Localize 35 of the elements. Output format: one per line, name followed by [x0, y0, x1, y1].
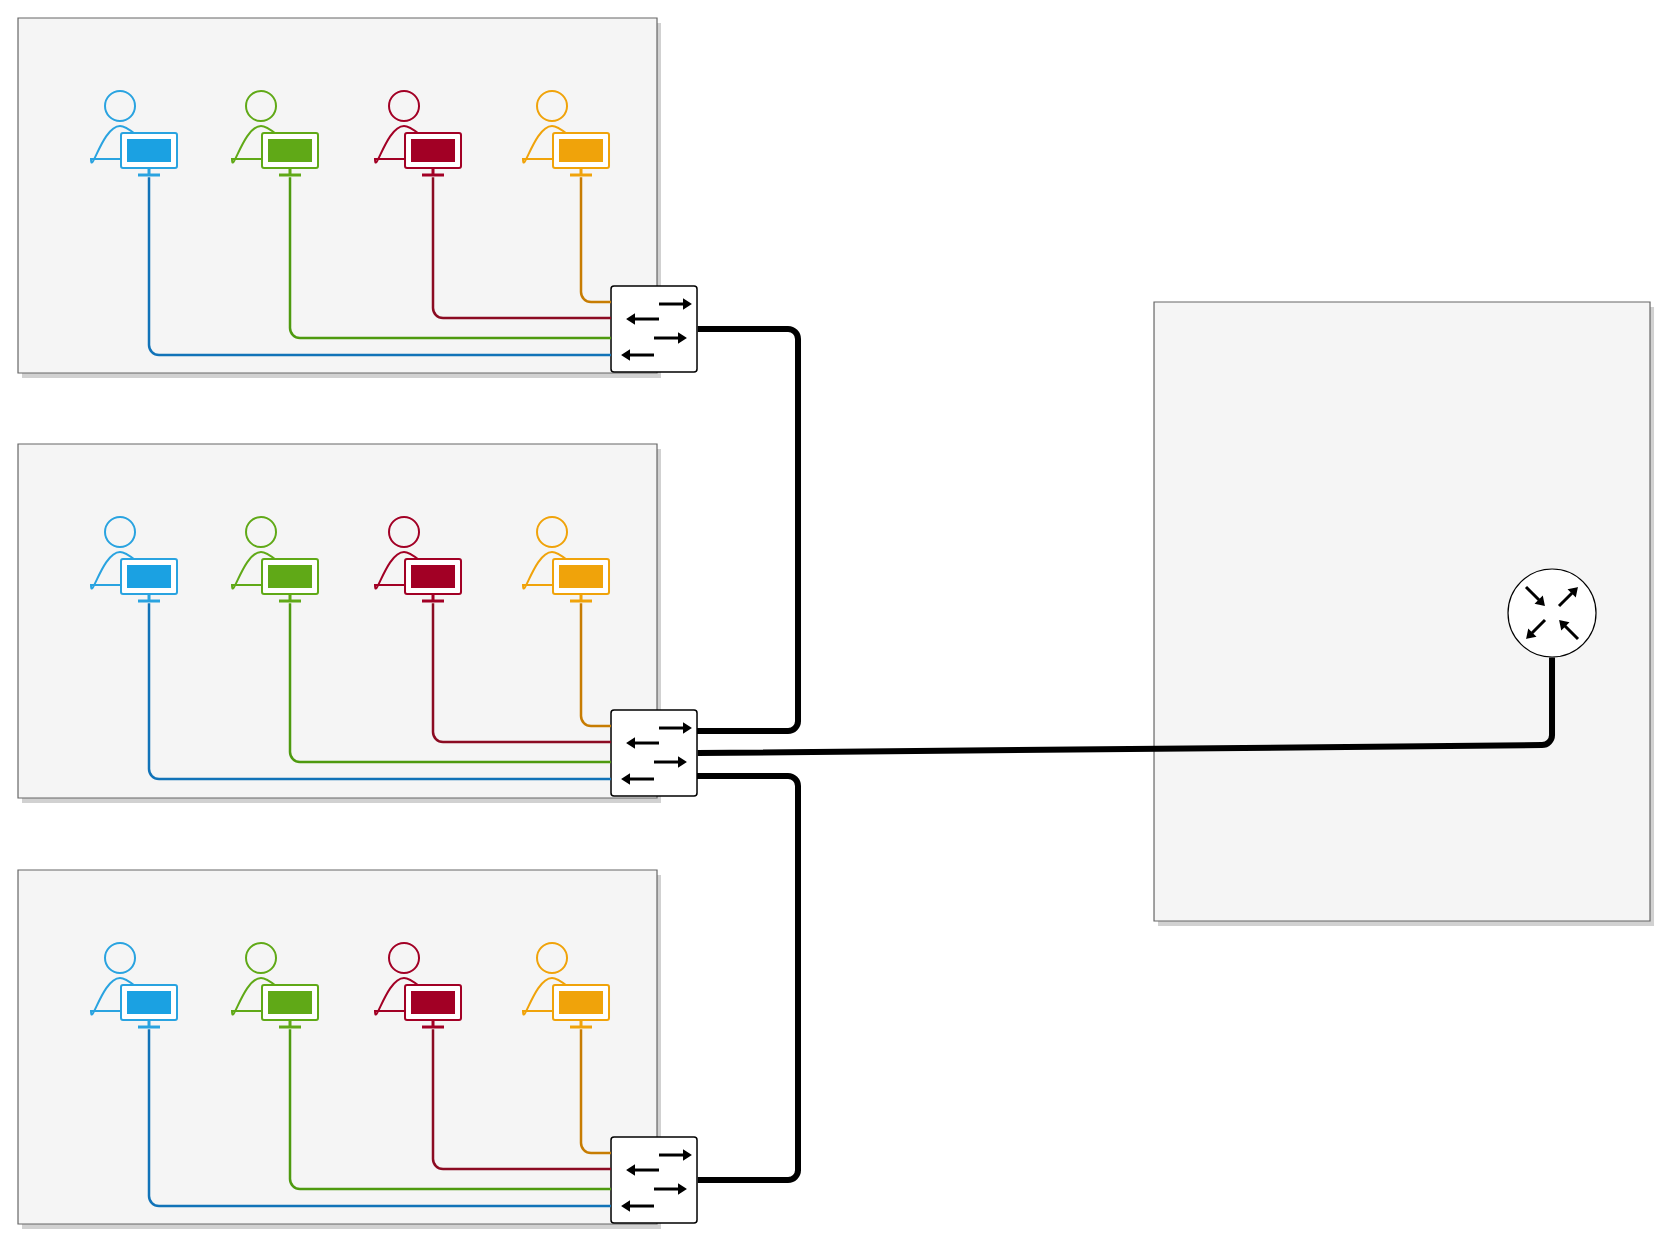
switch-icon: [610, 1136, 698, 1224]
cable: [579, 603, 611, 728]
cable: [431, 1029, 611, 1171]
cable: [147, 177, 611, 357]
user-workstation-icon: [374, 90, 462, 177]
cable: [288, 1029, 611, 1191]
user-workstation-icon: [522, 516, 610, 603]
group-panel: [17, 869, 661, 1229]
user-workstation-icon: [90, 942, 178, 1029]
group-panel: [17, 443, 661, 803]
user-workstation-icon: [231, 516, 319, 603]
cable: [697, 326, 801, 734]
switch-icon: [610, 709, 698, 797]
switch-icon: [610, 285, 698, 373]
cable: [147, 603, 611, 781]
cable: [579, 1029, 611, 1155]
user-workstation-icon: [90, 90, 178, 177]
user-workstation-icon: [522, 942, 610, 1029]
user-workstation-icon: [374, 942, 462, 1029]
cable: [431, 177, 611, 320]
cable: [288, 603, 611, 764]
cable: [431, 603, 611, 744]
cable: [288, 177, 611, 340]
cable: [697, 657, 1555, 756]
user-workstation-icon: [231, 90, 319, 177]
group-panel: [1153, 301, 1654, 926]
cable: [579, 177, 611, 304]
cable: [147, 1029, 611, 1208]
cable: [697, 773, 801, 1183]
user-workstation-icon: [231, 942, 319, 1029]
user-workstation-icon: [522, 90, 610, 177]
user-workstation-icon: [374, 516, 462, 603]
user-workstation-icon: [90, 516, 178, 603]
group-panel: [17, 17, 661, 378]
router-icon: [1507, 568, 1597, 658]
